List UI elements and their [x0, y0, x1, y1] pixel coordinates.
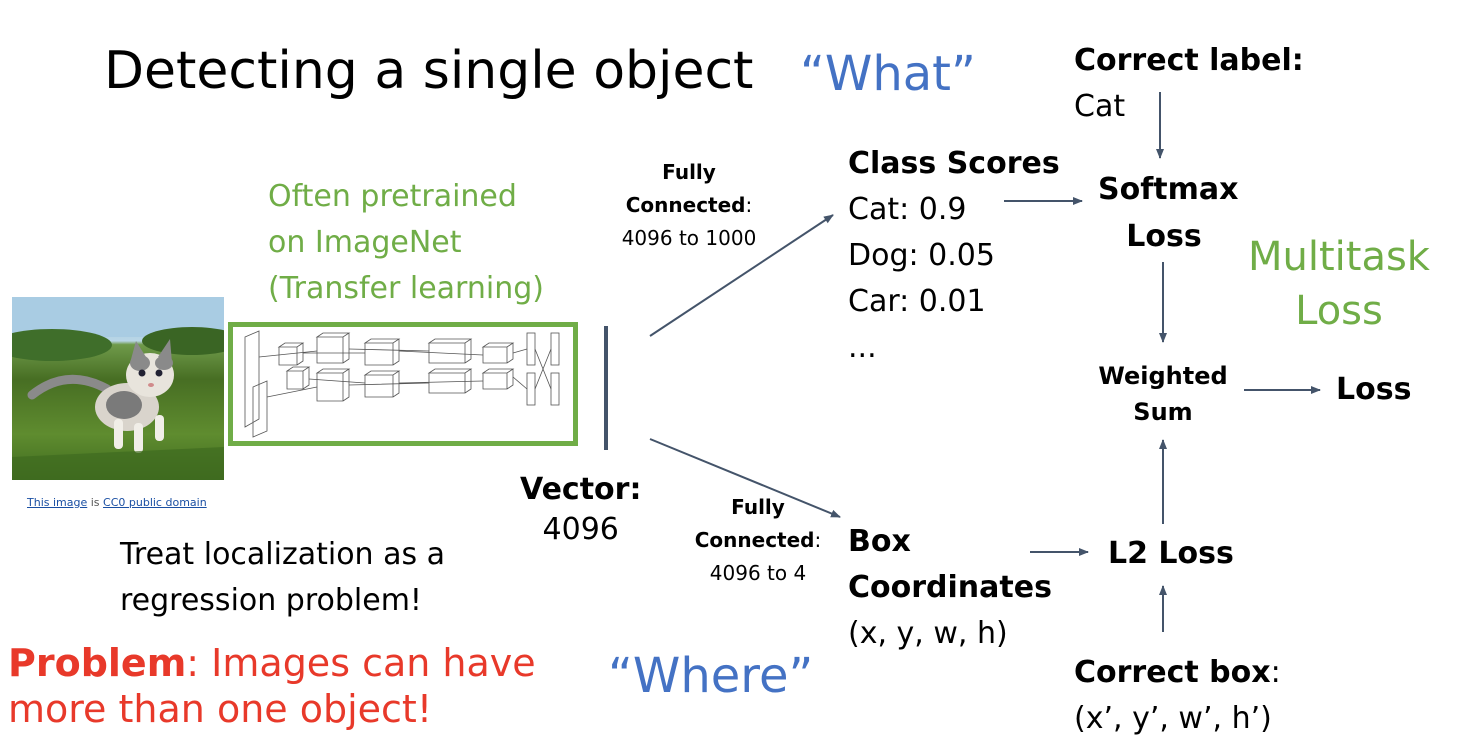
- problem-statement: Problem: Images can have more than one o…: [8, 640, 536, 732]
- fc-label-top: Fully Connected: 4096 to 1000: [612, 156, 766, 255]
- class-score-cat: Cat: 0.9: [848, 192, 967, 227]
- cat-photo: [12, 297, 224, 480]
- pretrained-note: Often pretrained on ImageNet (Transfer l…: [268, 174, 544, 312]
- softmax-line-2: Loss: [1126, 219, 1202, 254]
- vector-title: Vector:: [520, 472, 642, 507]
- correct-label-heading: Correct label:: [1074, 43, 1304, 78]
- cnn-architecture-diagram: [244, 330, 560, 438]
- cat-illustration: [12, 297, 224, 480]
- correct-box-heading: Correct box: [1074, 655, 1271, 690]
- l2-loss: L2 Loss: [1108, 536, 1234, 571]
- fc-label-bottom: Fully Connected: 4096 to 4: [690, 491, 826, 590]
- class-score-dog: Dog: 0.05: [848, 238, 995, 273]
- fc-bottom-connected: Connected: [694, 528, 815, 552]
- fc-top-dims: 4096 to 1000: [621, 226, 757, 250]
- pretrained-line-3: (Transfer learning): [268, 271, 544, 306]
- license-link[interactable]: CC0 public domain: [103, 496, 207, 509]
- box-coordinates: Box Coordinates (x, y, w, h): [848, 519, 1052, 657]
- box-coordinates-values: (x, y, w, h): [848, 616, 1008, 651]
- total-loss: Loss: [1336, 372, 1412, 407]
- feature-vector-bar: [604, 326, 608, 450]
- arrow-to-class-scores: [649, 214, 834, 337]
- correct-box: Correct box: (x’, y’, w’, h’): [1074, 650, 1281, 742]
- localization-note: Treat localization as a regression probl…: [120, 532, 445, 624]
- where-label: “Where”: [608, 648, 814, 704]
- localization-line-2: regression problem!: [120, 583, 422, 618]
- fc-bottom-fully: Fully: [731, 495, 785, 519]
- pretrained-line-2: on ImageNet: [268, 225, 462, 260]
- fc-top-connected: Connected: [625, 193, 746, 217]
- fc-top-fully: Fully: [662, 160, 716, 184]
- class-scores: Class Scores Cat: 0.9 Dog: 0.05 Car: 0.0…: [848, 141, 1060, 371]
- correct-box-colon: :: [1270, 655, 1281, 690]
- multitask-line-2: Loss: [1295, 288, 1383, 334]
- box-coordinates-line-2: Coordinates: [848, 570, 1052, 605]
- multitask-loss-label: Multitask Loss: [1236, 230, 1442, 338]
- fc-bottom-colon: :: [814, 528, 822, 552]
- multitask-line-1: Multitask: [1248, 234, 1430, 280]
- arrow-to-box-coordinates: [649, 438, 841, 518]
- problem-label: Problem: [8, 641, 187, 685]
- problem-line-2: more than one object!: [8, 687, 433, 731]
- weighted-sum-line-1: Weighted: [1098, 362, 1228, 390]
- weighted-sum-line-2: Sum: [1133, 398, 1193, 426]
- cnn-architecture-box: [228, 322, 578, 446]
- localization-line-1: Treat localization as a: [120, 537, 446, 572]
- class-score-more: ...: [848, 330, 877, 365]
- correct-label: Correct label: Cat: [1074, 38, 1304, 130]
- fc-bottom-dims: 4096 to 4: [709, 561, 807, 585]
- correct-box-value: (x’, y’, w’, h’): [1074, 701, 1272, 736]
- image-link[interactable]: This image: [27, 496, 88, 509]
- vector-size: 4096: [542, 512, 619, 547]
- box-coordinates-line-1: Box: [848, 524, 911, 559]
- image-credit: This image is CC0 public domain: [27, 496, 207, 509]
- correct-label-value: Cat: [1074, 89, 1126, 124]
- weighted-sum: Weighted Sum: [1096, 358, 1230, 430]
- class-score-car: Car: 0.01: [848, 284, 986, 319]
- softmax-line-1: Softmax: [1098, 172, 1239, 207]
- pretrained-line-1: Often pretrained: [268, 179, 517, 214]
- slide-title: Detecting a single object: [104, 41, 754, 101]
- softmax-loss: Softmax Loss: [1098, 166, 1239, 260]
- fc-top-colon: :: [745, 193, 753, 217]
- problem-text: : Images can have: [186, 641, 536, 685]
- what-label: “What”: [800, 46, 976, 102]
- image-credit-mid: is: [87, 496, 104, 509]
- class-scores-heading: Class Scores: [848, 146, 1060, 181]
- vector-label: Vector: 4096: [520, 470, 641, 550]
